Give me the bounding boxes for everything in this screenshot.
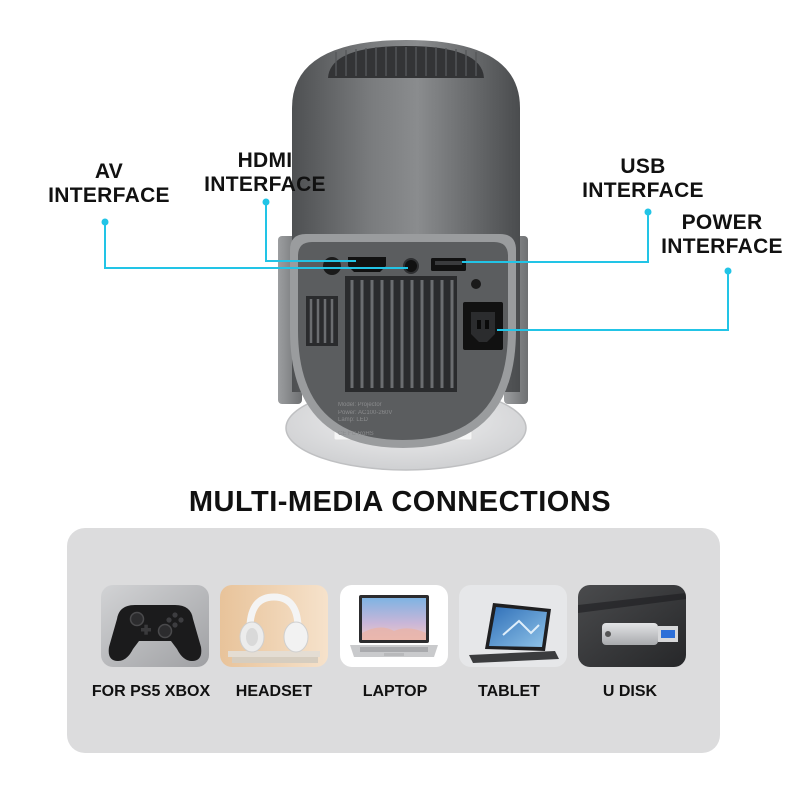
av-label-line2: INTERFACE [48,184,170,207]
usb-label-line1: USB [620,155,666,178]
usb-label-line2: INTERFACE [582,179,704,202]
usb-callout-dot [644,208,652,216]
hdmi-label-line1: HDMI [237,149,293,172]
tablet-icon [459,585,567,667]
power-label-line1: POWER [681,211,763,234]
av-callout-dot [101,218,109,226]
device-label-tablet: TABLET [478,683,540,700]
round-port [323,257,341,275]
device-tile-laptop [340,585,448,667]
hdmi-port [348,257,386,272]
device-label-gamepad: FOR PS5 XBOX [91,683,211,700]
av-callout-line [104,222,408,269]
sticker-line: Model: Projector [338,402,382,408]
hdmi-callout-line [265,202,356,262]
av-label-line1: AV [94,160,124,183]
sticker-line: Lamp: LED [338,417,369,423]
device-tile-headset [220,585,328,667]
av-port [403,258,419,274]
sticker-line: Power: AC100-260V [338,409,393,416]
sticker-line: CE FC RoHS [338,430,374,437]
usb-drive-icon [578,585,686,667]
power-callout-dot [724,267,732,275]
device-label-headset: HEADSET [235,683,313,700]
laptop-icon [340,585,448,667]
hdmi-label-line2: INTERFACE [204,173,326,196]
callout-lines [104,202,729,331]
base-sticker-text: Model: Projector Power: AC100-260V Lamp:… [338,402,468,438]
usb-callout-line [462,212,649,263]
device-tile-gamepad [101,585,209,667]
device-tile-udisk [578,585,686,667]
reset-button [471,279,481,289]
power-callout-line [497,271,729,331]
gamepad-icon [101,585,209,667]
device-label-laptop: LAPTOP [362,683,428,700]
av-interface-label: AV INTERFACE [48,160,170,208]
usb-interface-label: USB INTERFACE [582,155,704,203]
hdmi-callout-dot [262,198,270,206]
headphones-icon [220,585,328,667]
device-tile-tablet [459,585,567,667]
device-label-udisk: U DISK [602,683,658,700]
hdmi-interface-label: HDMI INTERFACE [204,149,326,197]
power-label-line2: INTERFACE [661,235,783,258]
section-title: MULTI-MEDIA CONNECTIONS [188,486,612,518]
power-interface-label: POWER INTERFACE [661,211,783,259]
